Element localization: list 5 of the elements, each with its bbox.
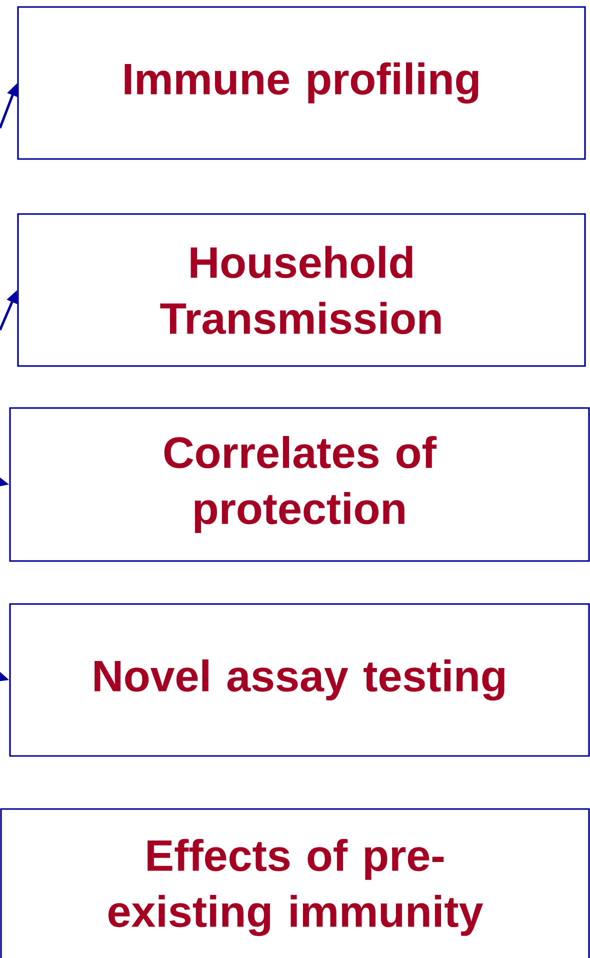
text-box: Correlates of protection bbox=[9, 407, 590, 562]
text-box: Immune profiling bbox=[17, 6, 586, 160]
text-box: Effects of pre- existing immunity bbox=[0, 808, 590, 958]
text-box: Novel assay testing bbox=[9, 603, 590, 757]
text-box: Household Transmission bbox=[17, 213, 586, 367]
